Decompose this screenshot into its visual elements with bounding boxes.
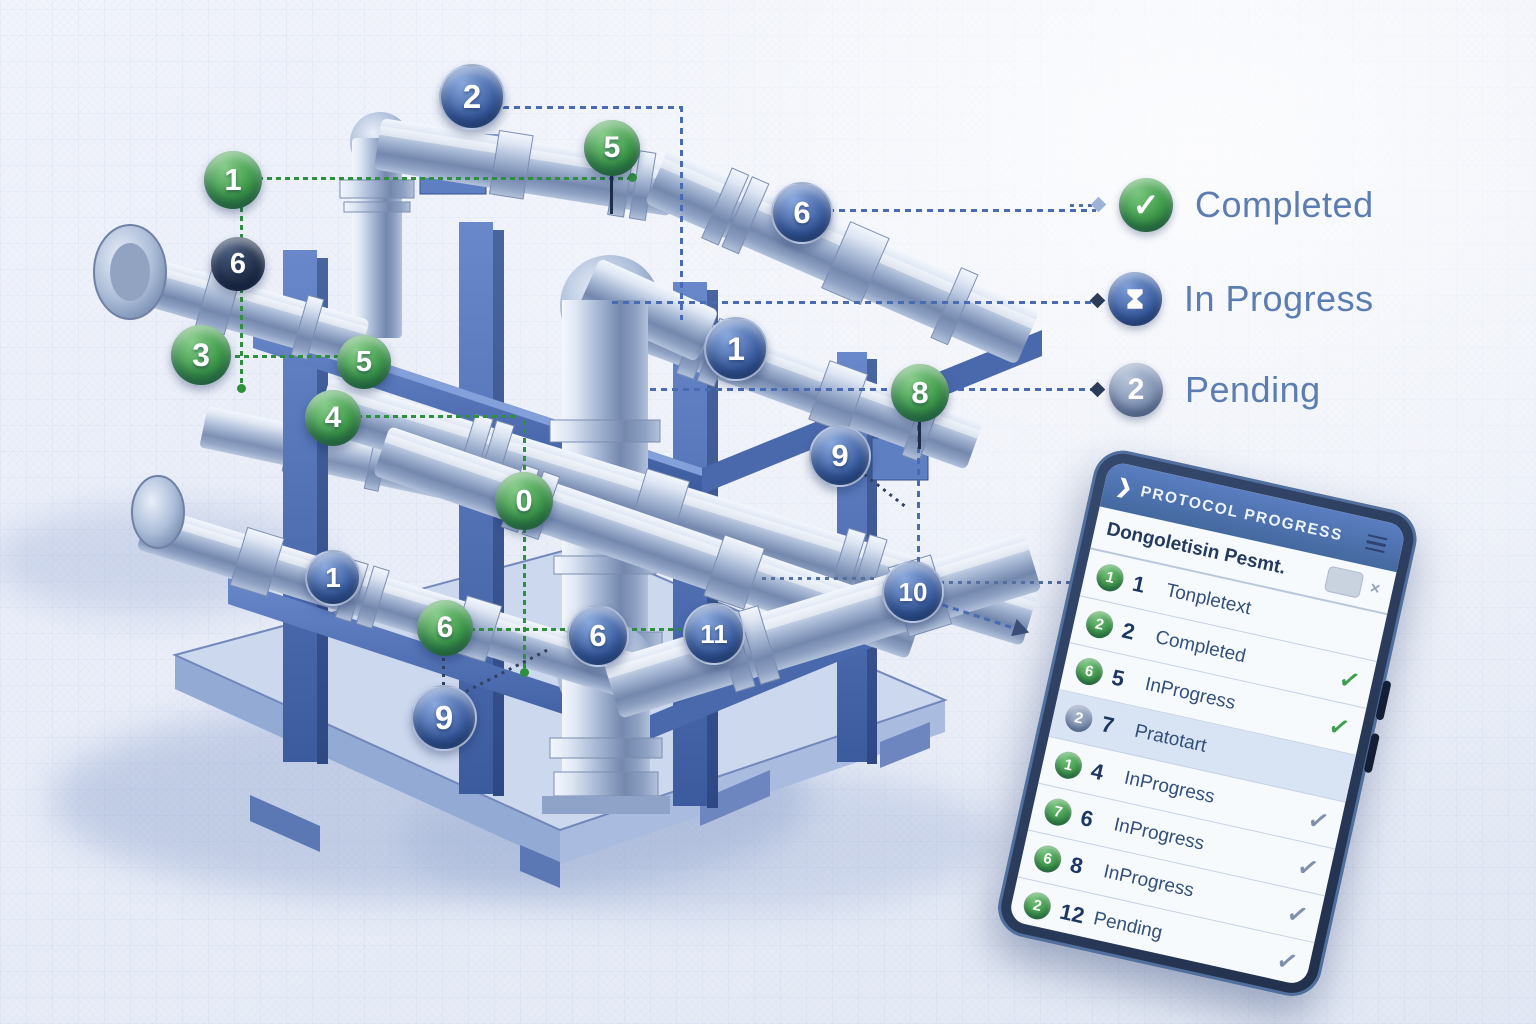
connector-line-completed xyxy=(828,209,1096,212)
row-status-badge: 7 xyxy=(1041,796,1075,829)
connector-line-pending xyxy=(650,388,1094,391)
marker-badge-9: 9 xyxy=(411,685,477,751)
connector-line-green xyxy=(258,177,630,180)
marker-badge-6: 6 xyxy=(771,182,833,244)
marker-badge-6: 6 xyxy=(417,600,473,656)
pending-number: 2 xyxy=(1127,373,1145,406)
badge-pin xyxy=(610,176,613,214)
connector-line xyxy=(442,650,445,696)
row-status-badge: 1 xyxy=(1052,749,1085,782)
connector-line-green xyxy=(240,198,243,388)
marker-badge-0: 0 xyxy=(495,472,553,530)
check-icon: ✓ xyxy=(1273,945,1301,978)
legend-label: In Progress xyxy=(1184,278,1374,319)
marker-badge-8: 8 xyxy=(891,364,949,422)
dismiss-icon[interactable]: ✕ xyxy=(1368,579,1382,597)
row-status-badge: 6 xyxy=(1031,842,1064,876)
tablet-screen: ❯ PROTOCOL PROGRESS Dongoletisin Pesmt. … xyxy=(1007,460,1407,987)
connector-line-inprogress xyxy=(612,301,1094,304)
in-progress-status-icon xyxy=(1108,272,1162,326)
row-status-badge: 2 xyxy=(1062,702,1095,735)
marker-badge-1: 1 xyxy=(704,317,768,381)
connector-line xyxy=(762,577,874,580)
connector-line xyxy=(917,414,920,566)
connector-line xyxy=(680,106,683,320)
connector-line xyxy=(492,106,682,109)
check-icon: ✓ xyxy=(1336,664,1363,697)
check-icon: ✓ xyxy=(1325,711,1353,743)
legend-item-in-progress: In Progress xyxy=(1108,272,1374,326)
row-number: 8 xyxy=(1068,851,1086,879)
check-icon: ✓ xyxy=(1132,187,1160,223)
row-number: 12 xyxy=(1057,898,1087,928)
connector-line-green xyxy=(226,355,338,358)
marker-badge-9: 9 xyxy=(809,425,871,487)
hamburger-menu-icon[interactable] xyxy=(1360,529,1392,558)
marker-badge-6: 6 xyxy=(567,605,629,667)
row-number: 7 xyxy=(1099,710,1117,738)
legend-stub xyxy=(1070,204,1094,207)
check-icon: ✓ xyxy=(1305,804,1332,837)
check-icon: ✓ xyxy=(1284,898,1311,931)
anchor-dot xyxy=(520,668,529,677)
marker-badge-6: 6 xyxy=(211,237,265,291)
row-number: 1 xyxy=(1130,570,1148,598)
row-number: 4 xyxy=(1088,757,1107,785)
row-number: 5 xyxy=(1109,663,1127,691)
legend-label: Pending xyxy=(1185,369,1321,410)
back-chevron-icon[interactable]: ❯ xyxy=(1114,475,1135,500)
marker-badge-5: 5 xyxy=(584,120,640,176)
legend-arrow-icon xyxy=(1089,381,1106,398)
check-icon: ✓ xyxy=(1263,984,1290,986)
connector-line-green xyxy=(357,415,519,418)
connector-line-green xyxy=(523,420,526,672)
tablet-side-button[interactable] xyxy=(1375,680,1392,721)
legend-item-completed: ✓ Completed xyxy=(1119,178,1374,232)
connector-line-to-tablet xyxy=(940,581,1134,584)
marker-badge-3: 3 xyxy=(171,325,231,385)
anchor-dot xyxy=(237,384,246,393)
row-status-badge: 2 xyxy=(1021,889,1054,922)
pending-status-icon: 2 xyxy=(1109,363,1163,417)
legend-arrow-icon xyxy=(1089,292,1106,309)
piping-illustration xyxy=(0,112,1042,915)
hourglass-icon xyxy=(1127,289,1143,309)
row-status-badge: 1 xyxy=(1093,561,1127,594)
thumbnail-button[interactable] xyxy=(1323,565,1365,599)
marker-badge-1: 1 xyxy=(204,151,262,209)
legend-label: Completed xyxy=(1195,184,1374,225)
anchor-dot xyxy=(628,173,637,182)
row-number: 6 xyxy=(1078,804,1096,832)
legend-item-pending: 2 Pending xyxy=(1109,363,1321,417)
check-icon: ✓ xyxy=(1294,851,1322,884)
marker-badge-1: 1 xyxy=(305,550,361,606)
marker-badge-11: 11 xyxy=(683,603,745,665)
row-number: 2 xyxy=(1119,617,1138,645)
marker-badge-10: 10 xyxy=(882,561,944,623)
row-status-badge: 6 xyxy=(1073,655,1106,688)
marker-badge-5: 5 xyxy=(337,335,391,389)
badge-pin xyxy=(918,421,921,449)
row-status-badge: 2 xyxy=(1083,608,1116,641)
completed-status-icon: ✓ xyxy=(1119,178,1173,232)
tablet-side-button[interactable] xyxy=(1363,732,1380,774)
marker-badge-4: 4 xyxy=(305,390,361,446)
marker-badge-2: 2 xyxy=(439,64,505,130)
